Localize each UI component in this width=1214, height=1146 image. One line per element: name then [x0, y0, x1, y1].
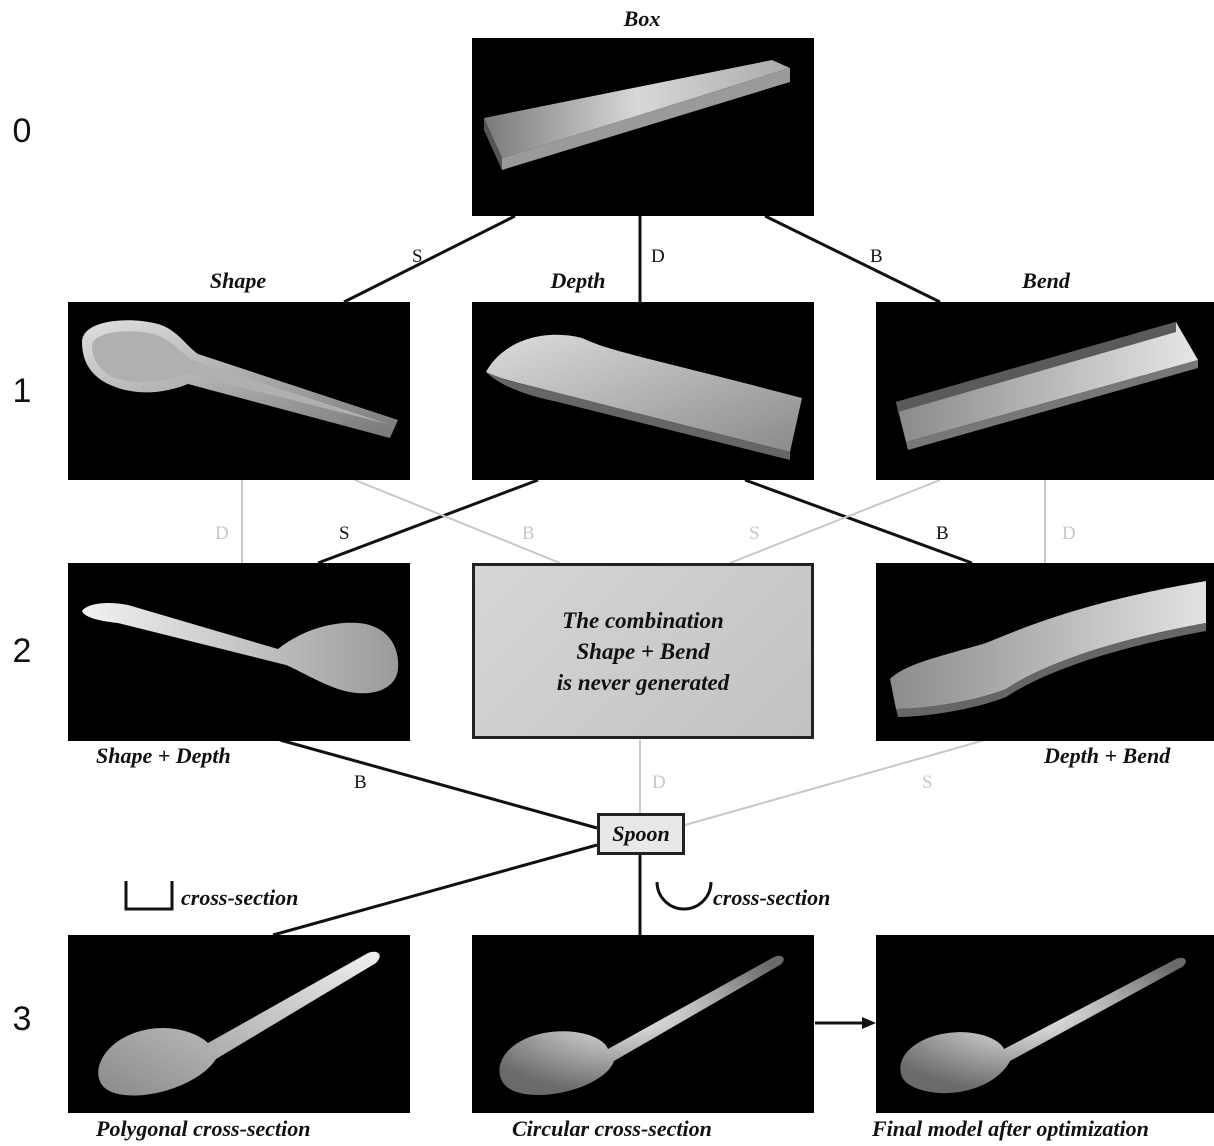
edge-label-d-box-depth: D	[651, 246, 665, 268]
circular-caption: Circular cross-section	[512, 1116, 772, 1142]
shape-depth-image	[68, 563, 410, 741]
edge-box-bend	[765, 216, 940, 302]
box-caption: Box	[600, 6, 684, 32]
edge-label-faint-b: B	[522, 523, 535, 545]
bend-caption: Bend	[996, 268, 1096, 294]
note-line-1: The combination	[557, 605, 729, 636]
shape-caption: Shape	[188, 268, 288, 294]
shape-image	[68, 302, 410, 480]
level-1-label: 1	[2, 372, 42, 411]
depth-caption: Depth	[528, 268, 628, 294]
level-2-label: 2	[2, 632, 42, 671]
box-image	[472, 38, 814, 216]
edge-shape-depth-spoon	[280, 740, 597, 828]
depth-bend-caption: Depth + Bend	[1044, 743, 1204, 769]
u-cross-section-icon	[126, 881, 172, 909]
edge-faint-depth-bend-s	[685, 740, 985, 825]
bend-image	[876, 302, 1214, 480]
polygonal-cross-section-label: cross-section	[181, 885, 298, 911]
edge-label-faint-s: S	[749, 523, 760, 545]
edge-spoon-polygonal	[273, 845, 597, 935]
edge-label-faint-s-depth-bend-spoon: S	[922, 772, 933, 794]
arc-cross-section-icon	[657, 882, 711, 909]
edge-box-shape	[344, 216, 515, 302]
edge-label-faint-d-left: D	[215, 523, 229, 545]
circular-cross-section-label: cross-section	[713, 885, 830, 911]
note-line-3: is never generated	[557, 667, 729, 698]
depth-image	[472, 302, 814, 480]
edge-label-faint-d-note-spoon: D	[652, 772, 666, 794]
never-generated-note: The combination Shape + Bend is never ge…	[472, 563, 814, 739]
note-line-2: Shape + Bend	[557, 636, 729, 667]
final-spoon-image	[876, 935, 1214, 1113]
edge-label-s-box-shape: S	[412, 246, 423, 268]
edge-label-faint-d-right: D	[1062, 523, 1076, 545]
level-3-label: 3	[2, 1000, 42, 1039]
arrowhead	[862, 1017, 876, 1029]
edge-depth-shape-depth	[318, 480, 538, 563]
circular-spoon-image	[472, 935, 814, 1113]
edge-label-b-shape-depth-spoon: B	[354, 772, 367, 794]
level-0-label: 0	[2, 112, 42, 151]
polygonal-spoon-image	[68, 935, 410, 1113]
edge-label-b-box-bend: B	[870, 246, 883, 268]
shape-depth-caption: Shape + Depth	[96, 743, 256, 769]
edge-depth-depth-bend	[745, 480, 972, 563]
edge-faint-shape-b	[355, 480, 560, 563]
edge-faint-bend-s	[730, 480, 940, 563]
polygonal-caption: Polygonal cross-section	[96, 1116, 356, 1142]
final-caption: Final model after optimization	[872, 1116, 1212, 1142]
depth-bend-image	[876, 563, 1214, 741]
edge-label-b-depth-depth-bend: B	[936, 523, 949, 545]
edge-label-s-depth-shape-depth: S	[339, 523, 350, 545]
spoon-node: Spoon	[597, 813, 685, 855]
spoon-label: Spoon	[612, 821, 669, 847]
